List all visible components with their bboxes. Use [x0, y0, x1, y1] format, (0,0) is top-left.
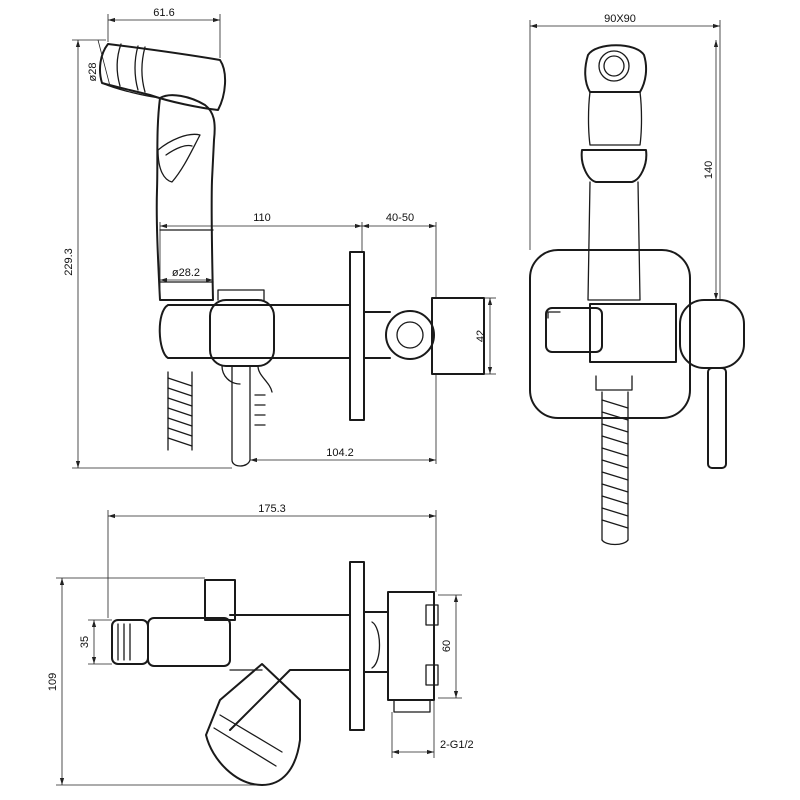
dim-front-height: 140 [703, 161, 715, 179]
bottom-outlet [111, 614, 351, 731]
bottom-view: 175.3 35 109 60 2-G1/2 [47, 503, 474, 786]
dim-base-length: 104.2 [326, 447, 354, 459]
dim-arm-length: 110 [253, 212, 271, 224]
dim-plate-size: 90X90 [604, 13, 636, 25]
front-view: 90X90 140 [529, 13, 745, 546]
dim-top-width: 61.6 [153, 7, 174, 19]
sprayer-head [99, 43, 226, 111]
wall-plate [529, 249, 691, 419]
front-hose [601, 391, 629, 546]
dim-grip-diameter: ø28.2 [172, 267, 200, 279]
front-body [545, 299, 745, 469]
dim-wall-depth: 40-50 [386, 212, 414, 224]
dim-thread-spec: 2-G1/2 [440, 739, 474, 751]
dim-total-height: 229.3 [63, 248, 75, 276]
dim-bottom-height: 109 [47, 673, 59, 691]
bottom-dimensions: 175.3 35 109 60 2-G1/2 [47, 503, 474, 786]
dim-inlet-spacing: 60 [441, 640, 453, 652]
front-sprayer [580, 44, 648, 301]
bottom-valve [349, 561, 439, 731]
side-dimensions: 61.6 ø28 229.3 110 40-50 ø28.2 42 104.2 [63, 7, 496, 469]
front-dimensions: 90X90 140 [529, 13, 721, 300]
side-view: 61.6 ø28 229.3 110 40-50 ø28.2 42 104.2 [63, 7, 496, 469]
dim-head-diameter: ø28 [87, 63, 99, 82]
dim-outlet-height: 35 [79, 636, 91, 648]
dim-bottom-length: 175.3 [258, 503, 286, 515]
mount-body [158, 251, 485, 467]
bottom-handle [205, 663, 301, 786]
dim-body-height: 42 [475, 330, 487, 342]
